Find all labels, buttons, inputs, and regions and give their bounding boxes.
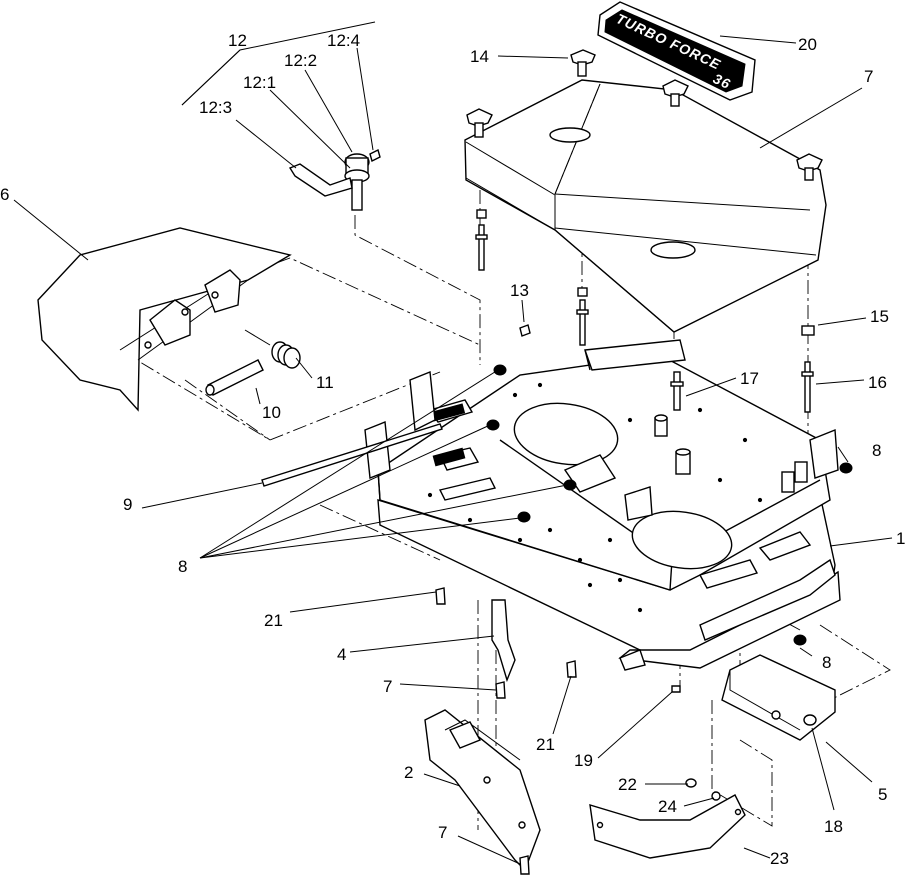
shield-part-23 [589, 794, 746, 859]
callout-18: 18 [824, 817, 843, 836]
callout-4: 5 [878, 785, 887, 804]
callout-17: 17 [740, 369, 759, 388]
callout-3: 4 [337, 645, 346, 664]
callout-11: 11 [316, 373, 334, 392]
callout-12-3: 12:3 [199, 98, 232, 117]
spring-icon [244, 329, 301, 369]
callout-13: 13 [510, 281, 529, 300]
knob-icon [662, 79, 689, 107]
callout-5: 6 [0, 185, 9, 204]
callout-1: 1 [896, 529, 905, 548]
callout-9: 9 [123, 495, 132, 514]
callout-2: 2 [404, 763, 413, 782]
callout-6: 7 [864, 67, 873, 86]
decal-sub: 36 [711, 70, 734, 92]
callout-20: 20 [798, 35, 817, 54]
callout-19: 19 [574, 751, 593, 770]
bracket-part-3 [491, 599, 516, 683]
callout-24: 24 [658, 797, 677, 816]
callout-8: 8 [178, 557, 187, 576]
knob-icon [466, 108, 493, 138]
callout-10: 10 [262, 403, 281, 422]
bracket-part-4 [721, 654, 836, 741]
callout-12-1: 12:1 [243, 73, 276, 92]
callout-21b: 21 [536, 735, 555, 754]
rod-part-9 [261, 423, 443, 487]
knob-icon [796, 153, 823, 181]
baffle-part-2 [424, 709, 541, 872]
callout-21: 21 [264, 611, 283, 630]
callout-8b: 8 [872, 441, 881, 460]
discharge-chute [37, 227, 301, 412]
callout-23: 23 [770, 849, 789, 868]
callout-14: 14 [470, 47, 489, 66]
deck-cover [464, 49, 827, 333]
leader-lines [13, 21, 893, 865]
callout-7: 7 [383, 677, 392, 696]
part-12-assembly [288, 148, 381, 211]
knob-icon [570, 49, 596, 77]
studs [475, 209, 815, 413]
callout-15: 15 [870, 307, 889, 326]
callout-12-2: 12:2 [284, 51, 317, 70]
callout-labels: 12 12:1 12:2 12:3 12:4 6 14 20 7 13 15 1… [0, 31, 905, 868]
callout-22: 22 [618, 775, 637, 794]
callout-7b: 7 [438, 823, 447, 842]
callout-8c: 8 [822, 653, 831, 672]
callout-12: 12 [228, 31, 247, 50]
hardware [435, 324, 853, 875]
callout-12-4: 12:4 [327, 31, 360, 50]
callout-16: 16 [868, 373, 887, 392]
mower-deck [364, 339, 841, 671]
